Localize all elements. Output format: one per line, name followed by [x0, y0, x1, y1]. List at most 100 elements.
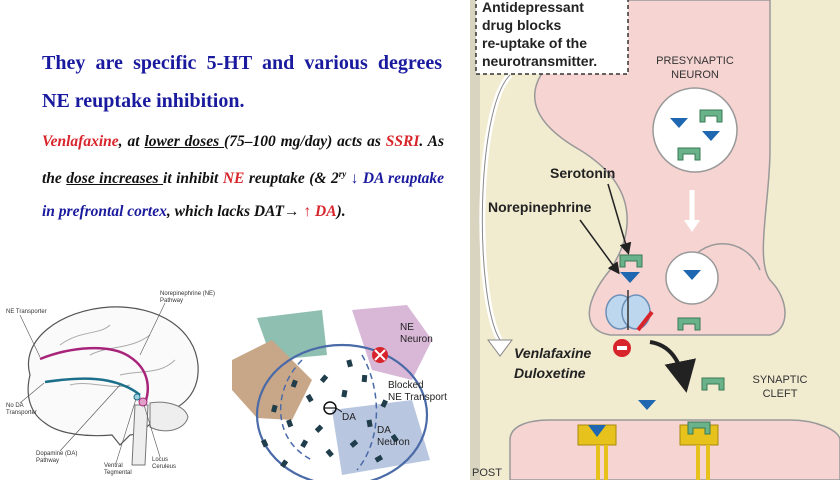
molecule	[380, 399, 388, 408]
locus-label: Locus	[152, 457, 168, 463]
neuron-label: NEURON	[671, 69, 719, 81]
info-line-2: drug blocks	[482, 17, 562, 33]
serotonin-molecule	[677, 317, 701, 331]
molecule	[300, 439, 309, 448]
serotonin-molecule	[619, 254, 643, 268]
serotonin-molecule	[677, 147, 701, 161]
drug-minus	[617, 346, 627, 350]
molecule	[325, 448, 334, 458]
presynaptic-neuron	[534, 0, 786, 336]
action-arrow-outline	[481, 74, 511, 341]
receptor-stem	[604, 445, 608, 480]
pointer-line	[19, 382, 45, 404]
post-label: POST	[472, 467, 502, 479]
molecule	[319, 374, 329, 383]
da-neuron-label-2: Neuron	[377, 437, 410, 448]
no-da-label-2: Transporter	[6, 410, 37, 416]
text-fragment: , at	[118, 133, 145, 150]
ssri-term: SSRI	[385, 133, 420, 150]
norepinephrine-pointer	[579, 219, 620, 275]
brain-pathway-diagram: Norepinephrine (NE) Pathway NE Transport…	[6, 291, 215, 476]
molecule	[280, 459, 289, 468]
brain-gyri	[59, 324, 176, 387]
synaptic-label: SYNAPTIC	[752, 374, 807, 386]
molecule	[286, 419, 294, 428]
transmitter-triangle	[702, 131, 720, 141]
molecule	[361, 374, 368, 383]
dose-increases-term: dose increases	[66, 170, 164, 188]
ne-pathway-label-2: Pathway	[160, 298, 183, 304]
serotonin-pointer	[607, 183, 632, 255]
blocked-label-2: NE Transport	[388, 392, 447, 403]
block-x	[374, 349, 386, 361]
release-arrow-head	[684, 220, 700, 232]
postsynaptic-neuron	[509, 419, 840, 480]
presynaptic-label: PRESYNAPTIC	[656, 55, 734, 67]
serotonin-label: Serotonin	[550, 165, 615, 181]
molecule	[374, 454, 384, 463]
molecule	[346, 359, 353, 368]
norepinephrine-label: Norepinephrine	[488, 199, 592, 215]
molecule	[271, 404, 278, 413]
da-reuptake-term: DA reuptake in prefrontal cortex	[42, 170, 444, 221]
ventral-label: Ventral	[104, 463, 123, 469]
info-line-3: re-uptake of the	[482, 35, 587, 51]
diffusion-boundary	[280, 359, 313, 461]
molecule	[366, 419, 373, 428]
receptor-stem	[596, 445, 600, 480]
down-arrow-icon: ↓	[350, 170, 359, 188]
ry-superscript: ry	[338, 169, 347, 179]
text-fragment: (75–100 mg/day) acts as	[224, 133, 386, 150]
ne-neuron-shape	[352, 305, 432, 380]
neuron-left	[232, 340, 312, 420]
locus-ceruleus-dot	[138, 397, 148, 407]
da-pathway-label-2: Pathway	[36, 458, 59, 464]
da-pathway-line	[44, 377, 141, 396]
pointer-line	[143, 404, 161, 458]
ne-transporter-label: NE Transporter	[6, 309, 47, 315]
blocker-bar	[636, 310, 654, 332]
norepinephrine-molecule	[620, 272, 640, 283]
bound-serotonin	[687, 421, 711, 435]
up-arrow-icon: ↑	[303, 203, 312, 221]
molecule	[290, 379, 298, 388]
pointer-line	[19, 314, 41, 358]
text-fragment: ).	[336, 203, 346, 221]
ne-neuron-label: NE	[400, 322, 414, 333]
slide-heading: They are specific 5-HT and various degre…	[42, 52, 442, 112]
text-fragment: it inhibit	[163, 170, 223, 188]
lower-doses-term: lower doses	[144, 133, 225, 150]
ne-term: NE	[222, 170, 245, 188]
molecule	[260, 439, 269, 448]
da-neuron-shape	[332, 400, 430, 475]
transporter-protein	[621, 294, 651, 330]
diffusion-boundary	[356, 354, 378, 471]
info-line-4: neurotransmitter.	[482, 53, 597, 69]
da-neuron-label: DA	[377, 425, 391, 436]
receptor-stem	[696, 445, 700, 480]
da-pointer	[335, 407, 343, 413]
molecule	[341, 389, 348, 398]
da-increase-term: DA	[311, 203, 337, 221]
receptor-stem	[706, 445, 710, 480]
synaptic-region	[255, 343, 429, 480]
molecule	[314, 424, 324, 433]
da-label: DA	[342, 412, 356, 423]
molecule	[305, 393, 314, 403]
ne-pathway-line	[39, 346, 149, 404]
molecule	[390, 433, 399, 443]
molecule	[349, 439, 359, 448]
serotonin-molecule	[699, 109, 723, 123]
ceruleus-label: Ceruleus	[152, 464, 176, 470]
info-box	[475, 0, 629, 75]
venlafaxine-paragraph: Venlafaxine, at lower doses (75–100 mg/d…	[42, 125, 444, 228]
da-ne-neuron-diagram: NE Neuron Blocked NE Transport DA DA Neu…	[232, 305, 447, 480]
vesicle	[652, 87, 738, 173]
tegmental-label: Tegmental	[104, 470, 132, 476]
pointer-line	[115, 398, 137, 464]
venlafaxine-term: Venlafaxine	[42, 133, 119, 150]
blocked-label: Blocked	[388, 380, 424, 391]
no-da-label: No DA	[6, 403, 24, 409]
pointer-line	[59, 384, 121, 452]
text-fragment: reuptake (& 2	[244, 170, 339, 188]
